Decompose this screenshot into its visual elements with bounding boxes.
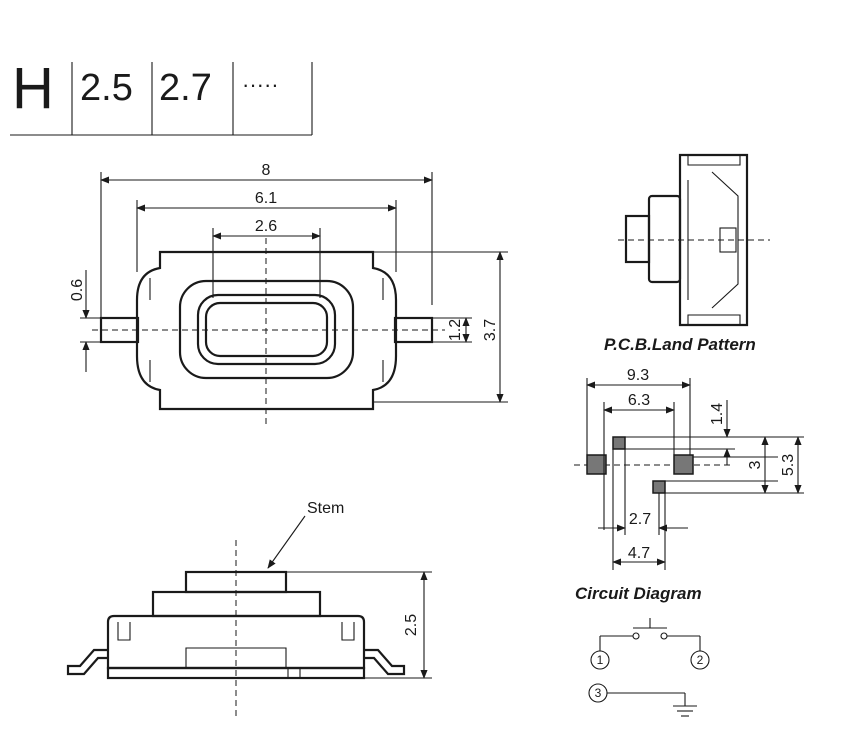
stem-label: Stem [307,500,344,517]
dim-pcb-total-height: 5.3 [780,454,797,476]
dim-overall-width: 8 [262,162,271,179]
dim-pcb-pad-spacing: 3 [747,460,764,469]
header-cell-1: 2.5 [80,67,133,109]
side-inner-detail [185,647,301,678]
side-clip-detail [117,622,355,641]
switch-contact [660,632,668,640]
switch-contact [632,632,640,640]
header-table: H 2.5 2.7 ····· [10,56,313,136]
side-base [106,666,366,680]
side-right-terminal [364,648,406,676]
switch-body [135,250,398,411]
terminal-1-circle [590,650,610,670]
right-stem [624,214,651,264]
top-view: 8 6.1 2.6 0.6 1.2 3.7 [69,162,508,428]
header-cell-3: ····· [242,72,279,97]
dim-side-height: 2.5 [403,614,420,636]
circuit-title: Circuit Diagram [575,584,702,603]
pcb-land-pattern: P.C.B.Land Pattern 9.3 6.3 1.4 3 [574,335,804,570]
pcb-title: P.C.B.Land Pattern [604,335,756,354]
body-corner-detail [149,278,384,382]
terminal-2-label: 2 [697,653,704,667]
pad-right [673,454,694,475]
right-body-detail [687,155,741,325]
header-cell-2: 2.7 [159,67,212,109]
dim-pcb-inner-width: 6.3 [628,392,650,409]
terminal-1-label: 1 [597,653,604,667]
dim-pcb-small-width: 2.7 [629,511,651,528]
header-letter: H [12,56,54,121]
dim-pcb-mid-width: 4.7 [628,545,650,562]
dim-window-width: 2.6 [255,218,277,235]
stem-leader [267,515,306,569]
pad-left [586,454,607,475]
dim-terminal-height: 1.2 [447,319,464,341]
pad-top [612,436,626,450]
terminal-2-circle [690,650,710,670]
dim-pcb-outer-width: 9.3 [627,367,649,384]
right-side-view [618,153,770,327]
dim-pcb-top-offset: 1.4 [709,403,726,425]
dim-body-height: 3.7 [482,319,499,341]
side-view: Stem 2.5 [66,500,432,720]
dim-terminal-offset: 0.6 [69,279,86,301]
terminal-3-label: 3 [595,686,602,700]
right-stem-cap [647,194,682,284]
pad-bottom [652,480,666,494]
circuit-diagram: Circuit Diagram 1 2 3 [575,584,710,717]
dim-body-width: 6.1 [255,190,277,207]
side-body [106,614,366,670]
side-left-terminal [66,648,108,676]
